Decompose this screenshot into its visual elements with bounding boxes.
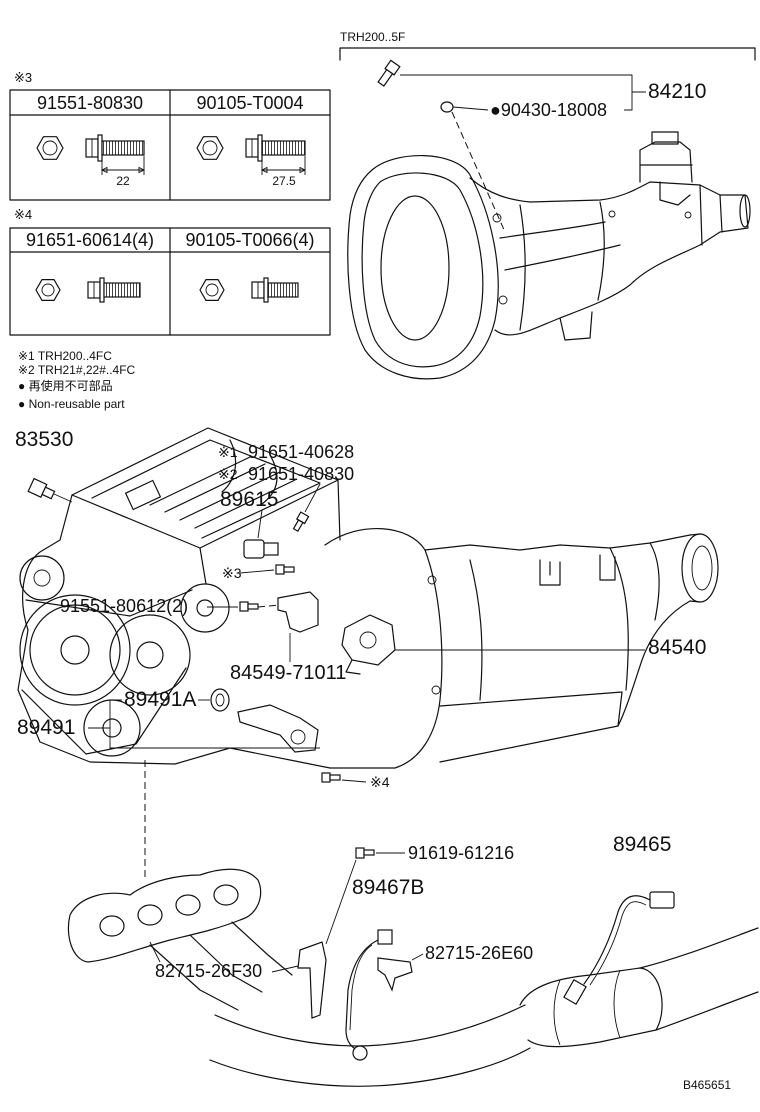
callout-82715-26F30: 82715-26F30 bbox=[155, 961, 263, 981]
bolt-marker-4-drawing bbox=[321, 772, 367, 783]
non-reusable-note-en: ● Non-reusable part bbox=[18, 397, 125, 411]
callout-84540: 84540 bbox=[648, 636, 707, 659]
bracket-84549-71011-drawing bbox=[277, 591, 319, 662]
length-dimension bbox=[260, 156, 307, 175]
bolt-91651-drawing bbox=[292, 483, 321, 532]
oil-pressure-switch-83530-drawing bbox=[27, 477, 73, 503]
callout-89615: 89615 bbox=[220, 488, 279, 511]
table-4-left-part-number: 91651-60614(4) bbox=[25, 230, 155, 250]
flange-bolt-icon bbox=[87, 277, 141, 303]
engine-drawing bbox=[17, 427, 341, 769]
bolt-91551-80612-drawing bbox=[207, 601, 281, 612]
bolt-table-3 bbox=[9, 89, 331, 201]
hex-head-icon bbox=[35, 279, 61, 301]
callout-89491A: 89491A bbox=[124, 688, 197, 711]
sensor-84540-drawing bbox=[341, 614, 645, 675]
bolt-table-4 bbox=[9, 227, 331, 336]
note-2: ※2 TRH21#,22#..4FC bbox=[18, 363, 136, 377]
flange-bolt-icon bbox=[251, 277, 299, 303]
variant-bracket bbox=[339, 47, 756, 61]
sensor-89615-drawing bbox=[243, 509, 279, 559]
callout-91651-40628: 91651-40628 bbox=[248, 442, 355, 462]
table-3-left-part-number: 91551-80830 bbox=[36, 93, 144, 113]
callout-84210: 84210 bbox=[648, 80, 707, 103]
speedometer-sensor-84210-drawing bbox=[377, 59, 506, 233]
exhaust-manifold-drawing bbox=[67, 868, 293, 1011]
callout-marker-4: ※4 bbox=[370, 774, 390, 790]
callout-marker-3: ※3 bbox=[222, 565, 242, 581]
gasket-washer bbox=[440, 101, 454, 113]
hex-head-icon bbox=[199, 279, 225, 301]
drawing-number: B465651 bbox=[683, 1078, 732, 1092]
table-3-left-length: 22 bbox=[116, 174, 130, 188]
oxygen-sensor-89465-drawing bbox=[563, 891, 675, 1005]
washer-89491A-drawing bbox=[198, 688, 230, 712]
oxygen-sensor-89467B-drawing bbox=[345, 929, 393, 1061]
hex-head-icon bbox=[36, 136, 64, 160]
callout-89465: 89465 bbox=[613, 833, 672, 856]
table-3-marker: ※3 bbox=[14, 70, 33, 85]
table-3-right-length: 27.5 bbox=[272, 174, 296, 188]
non-reusable-note-ja: ● 再使用不可部品 bbox=[18, 379, 113, 393]
manual-transmission-drawing bbox=[347, 131, 751, 380]
callout-82715-26E60: 82715-26E60 bbox=[425, 943, 534, 963]
callout-89467B: 89467B bbox=[352, 876, 425, 899]
variant-note: TRH200..5F bbox=[340, 30, 406, 44]
table-4-right-part-number: 90105-T0066(4) bbox=[185, 230, 315, 250]
callout-91651-40830: 91651-40830 bbox=[248, 464, 355, 484]
table-3-right-part-number: 90105-T0004 bbox=[196, 93, 304, 113]
bracket-82715-26E60-drawing bbox=[377, 953, 424, 992]
callout-marker-2: ※2 bbox=[218, 466, 238, 482]
bolt-marker-3-drawing bbox=[239, 564, 295, 575]
callout-89491: 89491 bbox=[17, 716, 76, 739]
note-1: ※1 TRH200..4FC bbox=[18, 349, 112, 363]
callout-83530: 83530 bbox=[15, 428, 74, 451]
length-dimension bbox=[100, 156, 146, 175]
callout-marker-1: ※1 bbox=[218, 444, 238, 460]
table-4-marker: ※4 bbox=[14, 207, 33, 222]
bolt-91619-61216-drawing bbox=[325, 847, 405, 945]
callout-90430-18008: ●90430-18008 bbox=[490, 100, 607, 120]
leader-84210 bbox=[400, 74, 646, 111]
flange-bolt-icon bbox=[245, 134, 306, 162]
flange-bolt-icon bbox=[85, 134, 145, 162]
callout-84549-71011: 84549-71011 bbox=[230, 662, 347, 684]
automatic-transmission-drawing bbox=[324, 528, 719, 769]
callout-91551-80612: 91551-80612(2) bbox=[60, 596, 189, 616]
exhaust-pipe-drawing bbox=[209, 927, 759, 1087]
switch-89491-drawing bbox=[88, 699, 320, 753]
hex-head-icon bbox=[196, 136, 224, 160]
bracket-82715-26F30-drawing bbox=[149, 941, 327, 1019]
callout-91619-61216: 91619-61216 bbox=[408, 843, 515, 863]
